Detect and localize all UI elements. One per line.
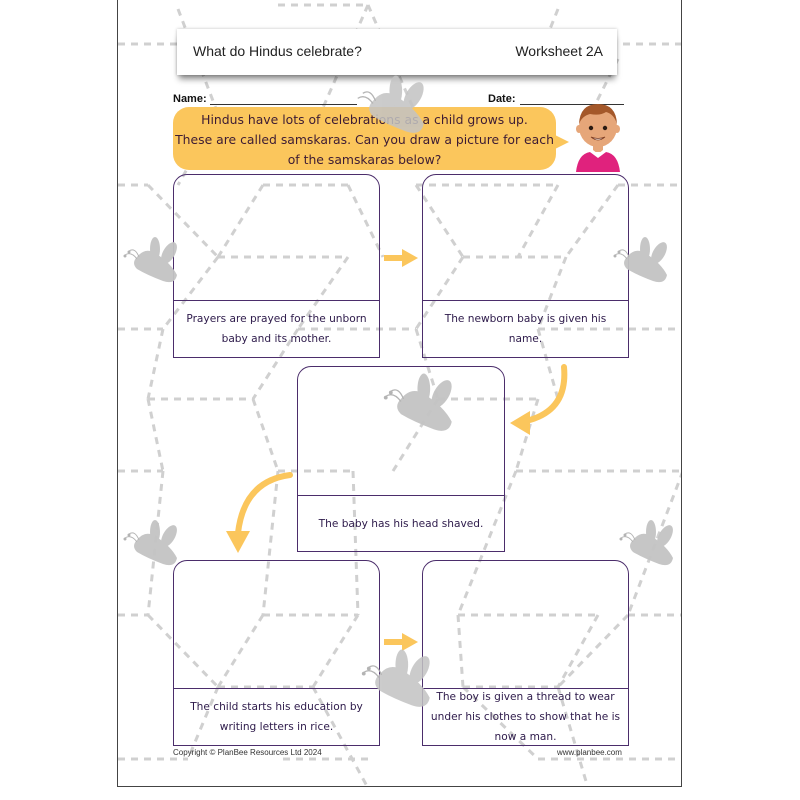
caption-2: The newborn baby is given his name.	[423, 300, 628, 357]
date-label: Date:	[488, 93, 516, 105]
caption-1-line-1: Prayers are prayed for the unborn	[186, 313, 367, 325]
intro-speech-bubble: Hindus have lots of celebrations as a ch…	[173, 107, 556, 170]
arrow-curved-down-left-icon	[226, 472, 293, 553]
intro-line-2: These are called samskaras. Can you draw…	[175, 132, 554, 147]
drawing-area-4[interactable]	[174, 561, 379, 689]
caption-4-line-1: The child starts his education by	[190, 701, 363, 713]
name-label: Name:	[173, 93, 207, 105]
caption-4-line-2: writing letters in rice.	[219, 721, 334, 733]
speech-bubble-tail	[555, 135, 569, 149]
caption-5-line-3: now a man.	[494, 731, 557, 743]
worksheet-title: What do Hindus celebrate?	[193, 43, 362, 59]
worksheet-page: What do Hindus celebrate? Worksheet 2A N…	[117, 0, 682, 787]
caption-2-line-1: The newborn baby is given his name.	[444, 313, 607, 345]
caption-1: Prayers are prayed for the unborn baby a…	[174, 300, 379, 357]
caption-3-line-1: The baby has his head shaved.	[318, 517, 484, 530]
drawing-area-2[interactable]	[423, 175, 628, 301]
samskara-card-1: Prayers are prayed for the unborn baby a…	[173, 174, 380, 358]
samskara-card-2: The newborn baby is given his name.	[422, 174, 629, 358]
bee-icon	[361, 649, 430, 707]
caption-5-line-1: The boy is given a thread to wear	[436, 691, 615, 703]
samskara-card-5: The boy is given a thread to wear under …	[422, 560, 629, 746]
name-field[interactable]	[210, 104, 357, 105]
samskara-card-4: The child starts his education by writin…	[173, 560, 380, 746]
worksheet-code: Worksheet 2A	[515, 43, 603, 59]
caption-5: The boy is given a thread to wear under …	[423, 688, 628, 745]
bee-icon	[619, 520, 673, 566]
drawing-area-1[interactable]	[174, 175, 379, 301]
copyright-text: Copyright © PlanBee Resources Ltd 2024	[173, 748, 322, 757]
arrow-right-icon	[384, 249, 418, 267]
worksheet-header: What do Hindus celebrate? Worksheet 2A	[177, 29, 617, 75]
boy-character-icon	[576, 104, 620, 172]
caption-5-line-2: under his clothes to show that he is	[430, 711, 621, 723]
caption-4: The child starts his education by writin…	[174, 688, 379, 745]
bee-icon	[123, 237, 177, 283]
bee-icon	[357, 75, 424, 133]
intro-line-3: of the samskaras below?	[287, 152, 442, 167]
arrow-right-icon	[384, 633, 418, 651]
drawing-area-5[interactable]	[423, 561, 628, 689]
website-link[interactable]: www.planbee.com	[557, 748, 622, 757]
caption-1-line-2: baby and its mother.	[221, 333, 332, 345]
caption-3: The baby has his head shaved.	[298, 495, 504, 551]
intro-line-1: Hindus have lots of celebrations as a ch…	[201, 112, 528, 127]
arrow-curved-down-left-icon	[510, 364, 568, 435]
date-field[interactable]	[520, 104, 624, 105]
bee-icon	[123, 520, 177, 566]
bee-icon	[613, 237, 667, 283]
samskara-card-3: The baby has his head shaved.	[297, 366, 505, 552]
bee-icon	[383, 373, 452, 431]
